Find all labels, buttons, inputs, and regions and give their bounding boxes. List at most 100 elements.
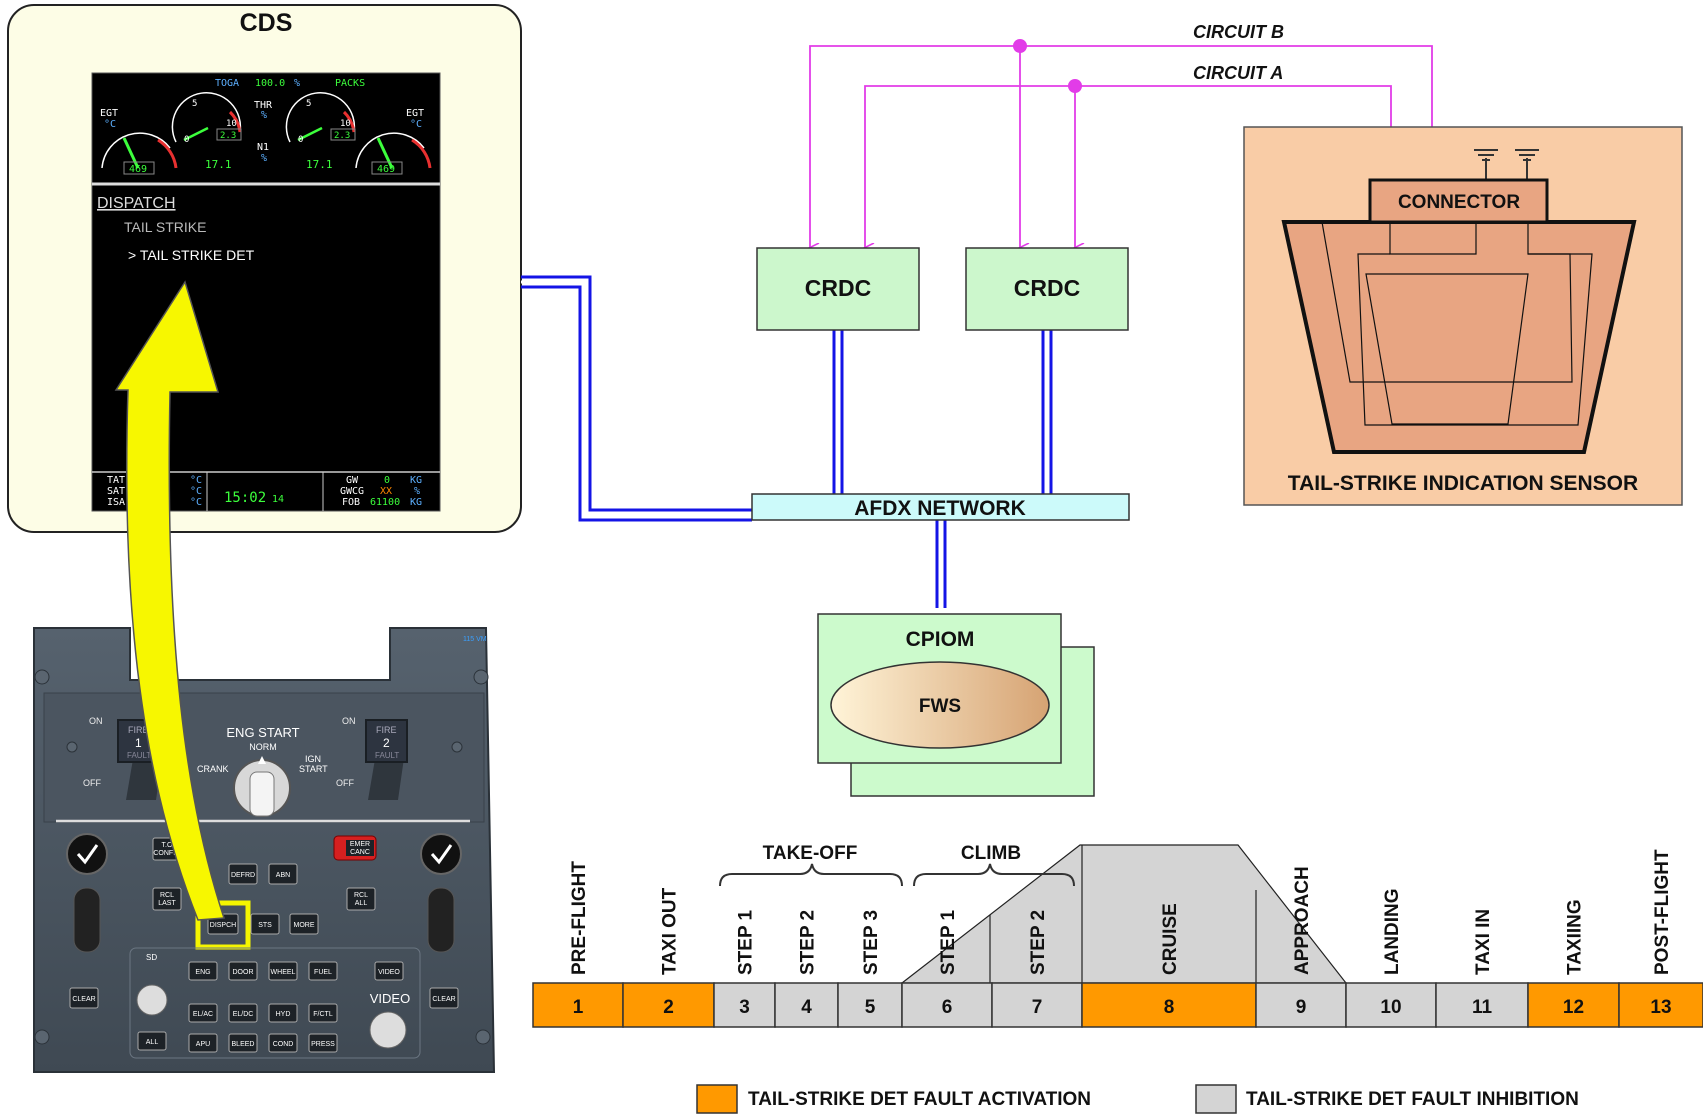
n1-gauge-right [285, 92, 356, 143]
svg-text:ALL: ALL [355, 900, 368, 907]
sts-button[interactable]: STS [250, 913, 280, 935]
svg-text:DISPCH: DISPCH [210, 922, 236, 929]
phase-cell-4 [774, 982, 839, 1028]
svg-text:AFDX NETWORK: AFDX NETWORK [854, 497, 1026, 520]
phase-label-4: STEP 2 [798, 910, 819, 975]
rcl-all-button[interactable]: RCL ALL [346, 887, 376, 911]
menu-item-tail-strike-det[interactable]: > TAIL STRIKE DET [128, 247, 255, 263]
cpiom: CPIOM FWS [817, 613, 1095, 797]
svg-text:°C: °C [190, 497, 202, 508]
svg-text:10: 10 [340, 119, 351, 129]
svg-text:T.O: T.O [162, 842, 173, 849]
svg-text:SD: SD [146, 953, 157, 962]
defrd-button[interactable]: DEFRD [228, 863, 258, 885]
svg-text:START: START [299, 764, 328, 774]
clear-right-button[interactable]: CLEAR [429, 987, 459, 1009]
emer-canc-button[interactable]: EMER CANC [333, 835, 377, 861]
svg-text:5: 5 [192, 99, 197, 109]
clear-left-button[interactable]: CLEAR [69, 987, 99, 1009]
phase-label-11: TAXI IN [1473, 909, 1494, 975]
svg-text:1: 1 [135, 736, 142, 750]
svg-text:ENG: ENG [195, 969, 210, 976]
fuel-button[interactable]: FUEL [308, 961, 338, 981]
egt-label-left: EGT [100, 108, 118, 119]
fws [830, 661, 1050, 749]
phase-label-12: TAXIING [1565, 899, 1586, 975]
ecp-control-panel: 115 VM FIRE 1 FAULT FIRE 2 FAULT ON OFF … [33, 627, 496, 1073]
hyd-button[interactable]: HYD [268, 1003, 298, 1023]
svg-text:DOOR: DOOR [233, 969, 254, 976]
abn-button[interactable]: ABN [268, 863, 298, 885]
more-button[interactable]: MORE [289, 913, 319, 935]
cond-button[interactable]: COND [268, 1033, 298, 1053]
rcl-last-button[interactable]: RCL LAST [152, 887, 182, 911]
phase-cell-9 [1255, 982, 1347, 1028]
fire-2-switch[interactable]: FIRE 2 FAULT [365, 719, 408, 800]
egt-label-right: EGT [406, 108, 424, 119]
svg-text:GW: GW [346, 475, 359, 486]
legend-activation-swatch [696, 1084, 738, 1114]
dispatch-heading: DISPATCH [97, 195, 176, 212]
phase-label-8: CRUISE [1160, 903, 1181, 975]
check-right-icon[interactable] [420, 833, 462, 875]
eng-button[interactable]: ENG [188, 961, 218, 981]
svg-text:F/CTL: F/CTL [313, 1011, 333, 1018]
menu-item-tail-strike[interactable]: TAIL STRIKE [124, 219, 206, 235]
dispch-highlight [195, 900, 251, 950]
packs-label: PACKS [335, 78, 365, 89]
f-ctl-button[interactable]: F/CTL [308, 1003, 338, 1023]
svg-text:0: 0 [184, 135, 189, 145]
phase-cell-10 [1345, 982, 1437, 1028]
sd-page-group [129, 947, 421, 1059]
svg-text:XX: XX [380, 486, 392, 497]
door-button[interactable]: DOOR [228, 961, 258, 981]
ground-icon [1474, 149, 1539, 180]
circuit-b-label: CIRCUIT B [1193, 22, 1284, 42]
afdx-network: AFDX NETWORK [751, 493, 1130, 521]
svg-text:0: 0 [384, 475, 390, 486]
clock-time: 15:02 [224, 490, 266, 506]
phase-label-7: STEP 2 [1028, 910, 1049, 975]
press-button[interactable]: PRESS [308, 1033, 338, 1053]
egt-gauge-left [101, 132, 171, 169]
svg-text:°C: °C [190, 475, 202, 486]
svg-text:FIRE: FIRE [128, 725, 149, 735]
svg-text:STS: STS [258, 922, 272, 929]
selection-arrow-icon [114, 280, 226, 921]
group-climb-label: CLIMB [961, 843, 1021, 864]
crdc-1: CRDC [756, 247, 920, 331]
toga-value: 100.0 [255, 78, 285, 89]
apu-button[interactable]: APU [188, 1033, 218, 1053]
video-knob[interactable] [369, 1011, 407, 1049]
svg-text:FWS: FWS [919, 696, 961, 717]
phase-number-2: 2 [663, 997, 674, 1018]
bleed-button[interactable]: BLEED [228, 1033, 258, 1053]
thr-label: THR [254, 100, 273, 111]
svg-text:5: 5 [306, 99, 311, 109]
svg-text:CPIOM: CPIOM [906, 628, 975, 651]
circuit-a-node [1068, 79, 1082, 93]
phase-cell-5 [837, 982, 903, 1028]
brightness-wheel-right[interactable] [427, 887, 455, 953]
check-left-icon[interactable] [66, 833, 108, 875]
eng-start-selector-knob[interactable] [233, 756, 291, 817]
video-button[interactable]: VIDEO [374, 961, 404, 981]
all-button[interactable]: ALL [137, 1031, 167, 1051]
svg-text:DEFRD: DEFRD [231, 872, 255, 879]
svg-text:TAT: TAT [107, 475, 125, 486]
connector [1368, 178, 1549, 224]
svg-text:CANC: CANC [350, 849, 370, 856]
el-ac-button[interactable]: EL/AC [188, 1003, 218, 1023]
sd-knob[interactable] [136, 984, 168, 1016]
circuit-a-label: CIRCUIT A [1193, 63, 1283, 83]
cds-title: CDS [240, 9, 293, 37]
phase-number-5: 5 [865, 997, 876, 1018]
phase-number-11: 11 [1472, 997, 1493, 1018]
wheel-button[interactable]: WHEEL [268, 961, 298, 981]
svg-text:FOB: FOB [342, 497, 360, 508]
phase-number-4: 4 [801, 997, 812, 1018]
brightness-wheel-left[interactable] [73, 887, 101, 953]
tail-strike-sensor: CONNECTOR TAIL-STRIKE INDICATION SENSOR [1243, 126, 1683, 506]
el-dc-button[interactable]: EL/DC [228, 1003, 258, 1023]
